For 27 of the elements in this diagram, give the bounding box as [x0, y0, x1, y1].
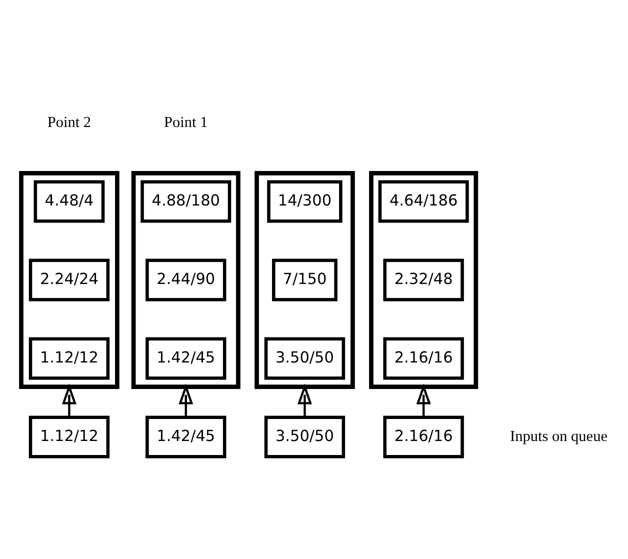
node-box: 1.42/45	[146, 415, 226, 458]
node-box: 2.16/16	[383, 415, 464, 458]
node-box: 2.24/24	[28, 258, 110, 301]
label: Inputs on queue	[510, 428, 608, 445]
node-box: 2.16/16	[383, 336, 464, 380]
node-box: 2.32/48	[383, 258, 464, 301]
cluster	[254, 170, 355, 389]
node-box: 4.88/180	[140, 180, 232, 222]
label: Point 2	[47, 114, 92, 131]
arrow	[62, 383, 76, 417]
arrow	[297, 383, 312, 417]
node-box: 2.44/90	[146, 258, 226, 301]
node-box: 3.50/50	[264, 336, 346, 380]
cluster	[19, 170, 120, 389]
node-box: 1.42/45	[146, 336, 226, 380]
node-box: 7/150	[272, 258, 338, 301]
node-box: 4.64/186	[378, 180, 469, 222]
node-box: 1.12/12	[28, 336, 110, 380]
node-box: 4.48/4	[34, 180, 105, 222]
node-box: 1.12/12	[28, 415, 110, 458]
arrow	[178, 383, 194, 417]
label: Point 1	[164, 114, 208, 131]
node-box: 14/300	[267, 180, 342, 222]
arrow	[416, 383, 431, 417]
cluster	[369, 170, 478, 389]
node-box: 3.50/50	[264, 415, 346, 458]
cluster	[131, 170, 240, 389]
